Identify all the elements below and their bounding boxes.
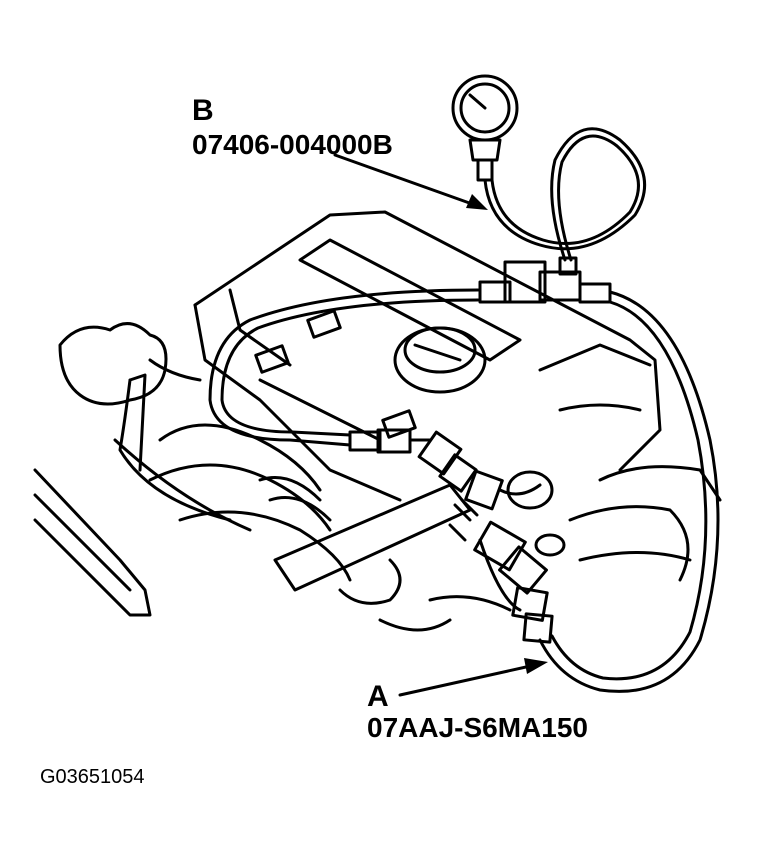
label-a-arrowhead — [524, 658, 548, 674]
left-fender — [33, 468, 152, 617]
pressure-gauge — [451, 74, 519, 182]
label-b-letter: B — [192, 94, 214, 127]
intake-manifold — [148, 423, 352, 582]
fuel-hose-left[interactable] — [208, 288, 480, 447]
oil-filler-cap — [393, 326, 487, 394]
figure-id: G03651054 — [40, 766, 145, 788]
lower-right-components — [338, 465, 722, 632]
label-b-part-number: 07406-004000B — [192, 129, 393, 160]
engine-cover — [193, 210, 662, 502]
label-a-leader — [398, 663, 537, 697]
label-a-part-number: 07AAJ-S6MA150 — [367, 712, 588, 743]
left-components — [58, 322, 252, 532]
label-b-arrowhead — [466, 194, 488, 210]
label-b-leader — [333, 153, 477, 207]
fuel-hose-right[interactable] — [538, 290, 720, 693]
fuel-connector-a[interactable] — [448, 498, 566, 644]
label-a-letter: A — [367, 680, 389, 713]
gauge-hose[interactable] — [483, 127, 647, 262]
fuel-connector-center[interactable] — [348, 428, 554, 511]
t-fitting[interactable] — [478, 256, 612, 304]
